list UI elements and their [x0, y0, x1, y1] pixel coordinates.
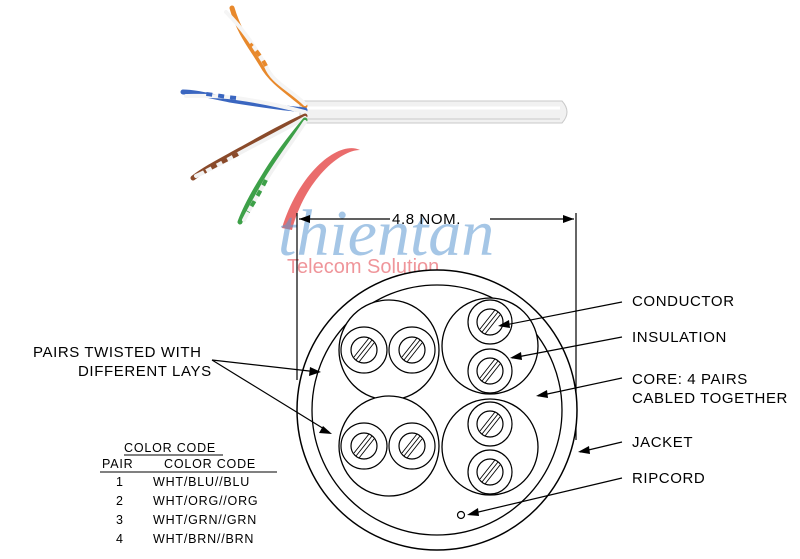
label-core-line1: CORE: 4 PAIRS — [632, 371, 748, 388]
table-row-4-pair: 4 — [116, 532, 124, 546]
pair-4-cross-section — [441, 398, 539, 496]
leader-lines — [211, 301, 623, 516]
color-code-header-code: COLOR CODE — [164, 457, 256, 471]
table-row-3-code: WHT/GRN//GRN — [153, 513, 257, 527]
jacket-outer — [296, 269, 578, 551]
table-row-2-pair: 2 — [116, 494, 124, 508]
color-code-title: COLOR CODE — [124, 441, 216, 455]
color-code-table: COLOR CODE PAIR COLOR CODE 1 WHT/BLU//BL… — [100, 441, 277, 546]
green-pair-wire — [237, 117, 308, 225]
orange-pair-wire — [224, 5, 308, 109]
label-jacket: JACKET — [632, 434, 693, 451]
table-row-2-code: WHT/ORG//ORG — [153, 494, 258, 508]
pair-1-cross-section — [338, 299, 440, 401]
watermark-swoosh — [282, 148, 360, 230]
watermark: thientan Telecom Solution — [278, 148, 494, 278]
dimension-label: 4.8 NOM. — [392, 211, 461, 228]
watermark-brand: thientan — [278, 197, 494, 270]
label-ripcord: RIPCORD — [632, 470, 705, 487]
ripcord — [456, 510, 466, 520]
blue-pair-wire — [180, 89, 308, 114]
cable-cross-section — [296, 269, 578, 551]
cable-photo — [180, 5, 568, 225]
label-core-line2: CABLED TOGETHER — [632, 390, 788, 407]
pair-2-cross-section — [441, 297, 539, 395]
label-pairs-line2: DIFFERENT LAYS — [78, 363, 212, 380]
table-row-4-code: WHT/BRN//BRN — [153, 532, 254, 546]
label-conductor: CONDUCTOR — [632, 293, 735, 310]
table-row-1-code: WHT/BLU//BLU — [153, 475, 250, 489]
watermark-tagline: Telecom Solution — [287, 256, 439, 278]
label-pairs-line1: PAIRS TWISTED WITH — [33, 344, 202, 361]
pair-3-cross-section — [338, 395, 440, 497]
brown-pair-wire — [190, 113, 308, 181]
label-insulation: INSULATION — [632, 329, 727, 346]
core-boundary — [311, 284, 563, 536]
table-row-1-pair: 1 — [116, 475, 124, 489]
color-code-header-pair: PAIR — [102, 457, 133, 471]
table-row-3-pair: 3 — [116, 513, 124, 527]
